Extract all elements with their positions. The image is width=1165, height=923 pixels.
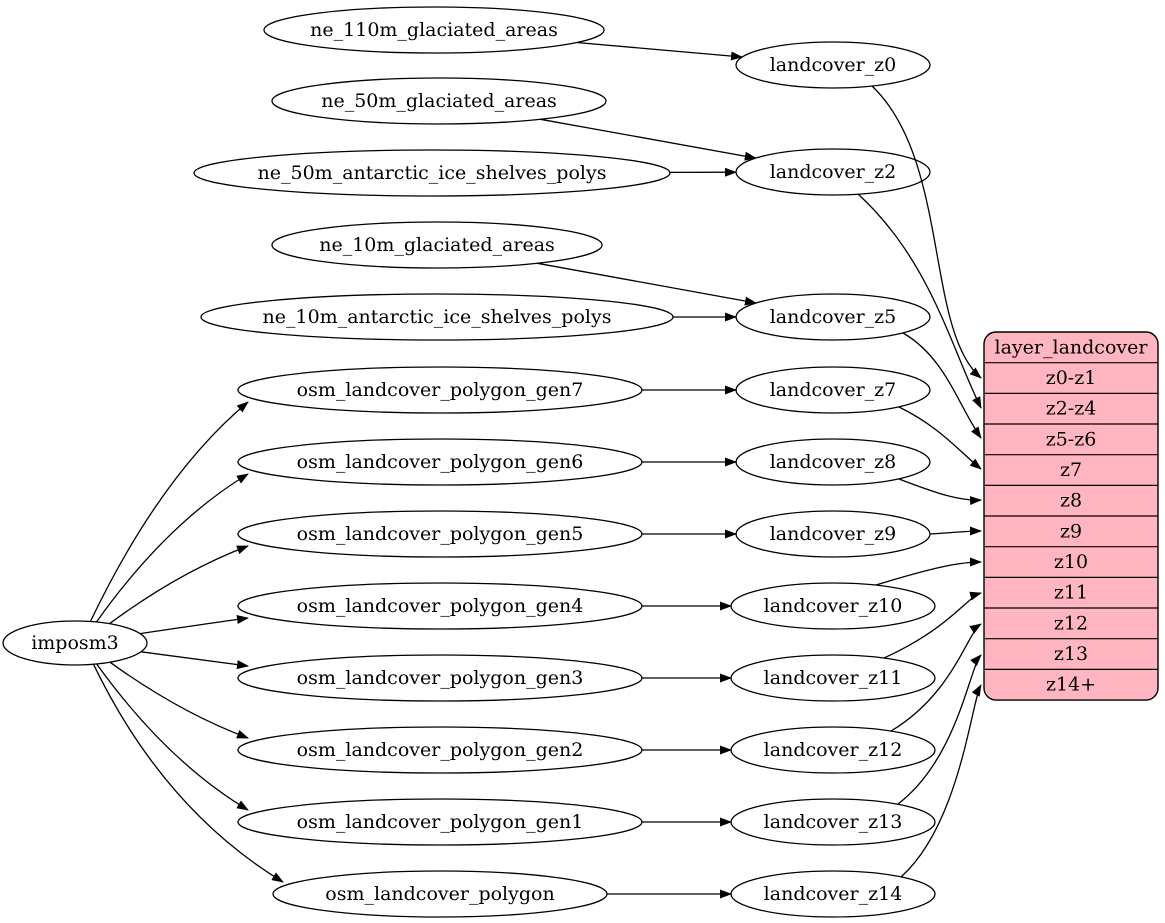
edge-imposm3-to-osm_landcover_polygon_gen6: [95, 473, 249, 623]
node-ne_110m_glaciated_areas-shape: [263, 6, 605, 54]
edge-landcover_z2-to-row-z2-z4: [857, 193, 982, 409]
edge-ne_110m_glaciated_areas-to-landcover_z0: [576, 41, 743, 61]
node-osm_landcover_polygon_gen1-label: osm_landcover_polygon_gen1: [297, 811, 584, 833]
node-ne_50m_glaciated_areas-shape: [271, 77, 607, 125]
edge-ne_10m_glaciated_areas-to-landcover_z5: [537, 262, 757, 306]
node-osm_landcover_polygon_gen7-label: osm_landcover_polygon_gen7: [297, 379, 584, 401]
edge-ne_50m_glaciated_areas-to-landcover_z2: [540, 118, 757, 161]
node-osm_landcover_polygon_gen7: osm_landcover_polygon_gen7: [237, 366, 643, 414]
node-ne_110m_glaciated_areas-label: ne_110m_glaciated_areas: [310, 19, 558, 41]
node-osm_landcover_polygon-label: osm_landcover_polygon: [325, 883, 554, 905]
edge-landcover_z0-to-row-z0-z1: [871, 85, 982, 379]
node-ne_50m_glaciated_areas-label: ne_50m_glaciated_areas: [321, 90, 557, 112]
edge-imposm3-to-osm_landcover_polygon_gen4: [140, 615, 249, 635]
node-osm_landcover_polygon_gen1: osm_landcover_polygon_gen1: [237, 798, 643, 846]
table-layer_landcover: layer_landcover z0-z1 z2-z4 z5-z6 z7 z8 z9 z10 z…: [983, 331, 1159, 701]
node-landcover_z7: landcover_z7: [735, 366, 931, 414]
node-ne_110m_glaciated_areas: ne_110m_glaciated_areas: [263, 6, 605, 54]
node-landcover_z13-label: landcover_z13: [764, 811, 903, 833]
edge-imposm3-to-osm_landcover_polygon_gen2: [109, 661, 249, 739]
node-ne_50m_antarctic_ice_shelves_polys: ne_50m_antarctic_ice_shelves_polys: [193, 149, 671, 197]
node-ne_50m_glaciated_areas: ne_50m_glaciated_areas: [271, 77, 607, 125]
edge-landcover_z8-to-row-z8: [898, 478, 982, 506]
edge-landcover_z13-to-row-z13: [897, 654, 982, 805]
edge-landcover_z7-to-row-z7: [898, 406, 982, 470]
node-ne_10m_antarctic_ice_shelves_polys-label: ne_10m_antarctic_ice_shelves_polys: [263, 306, 612, 328]
node-osm_landcover_polygon_gen6-label: osm_landcover_polygon_gen6: [297, 451, 584, 473]
table-row-z0-z1: z0-z1: [1046, 367, 1097, 389]
table-layer: layer_landcover z0-z1 z2-z4 z5-z6 z7 z8 z9 z10 z…: [983, 331, 1159, 701]
edge-landcover_z9-to-row-z9: [929, 526, 982, 536]
node-landcover_z11: landcover_z11: [730, 654, 936, 702]
node-landcover_z0-label: landcover_z0: [770, 54, 897, 76]
node-landcover_z0-shape: [735, 41, 931, 89]
node-landcover_z5: landcover_z5: [735, 293, 931, 341]
node-landcover_z2: landcover_z2: [735, 148, 931, 196]
node-landcover_z10-label: landcover_z10: [764, 595, 903, 617]
edge-imposm3-to-osm_landcover_polygon: [92, 664, 284, 883]
table-row-z11: z11: [1054, 582, 1088, 604]
node-landcover_z0: landcover_z0: [735, 41, 931, 89]
edge-landcover_z10-to-row-z10: [875, 557, 982, 586]
node-osm_landcover_polygon_gen3-label: osm_landcover_polygon_gen3: [297, 667, 584, 689]
node-osm_landcover_polygon_gen2: osm_landcover_polygon_gen2: [237, 726, 643, 774]
edge-imposm3-to-osm_landcover_polygon_gen1: [96, 663, 249, 811]
edge-landcover_z12-to-row-z12: [890, 623, 982, 732]
node-landcover_z12-label: landcover_z12: [764, 739, 903, 761]
edge-landcover_z11-to-row-z11: [883, 591, 982, 659]
node-landcover_z10: landcover_z10: [730, 582, 936, 630]
edge-imposm3-to-osm_landcover_polygon_gen7: [89, 401, 249, 622]
node-ne_10m_glaciated_areas-shape: [271, 221, 603, 269]
node-osm_landcover_polygon_gen6: osm_landcover_polygon_gen6: [237, 438, 643, 486]
table-row-z5-z6: z5-z6: [1046, 428, 1097, 450]
edge-imposm3-to-osm_landcover_polygon_gen5: [109, 545, 249, 625]
node-landcover_z5-label: landcover_z5: [770, 306, 897, 328]
table-row-z7: z7: [1060, 459, 1082, 481]
edge-landcover_z14-to-row-z14+: [900, 684, 982, 878]
node-ne_10m_glaciated_areas-label: ne_10m_glaciated_areas: [319, 234, 555, 256]
nodes-layer: imposm3 ne_110m_glaciated_areas ne_50m_gla…: [2, 6, 936, 918]
node-osm_landcover_polygon_gen3: osm_landcover_polygon_gen3: [237, 654, 643, 702]
node-osm_landcover_polygon_gen4: osm_landcover_polygon_gen4: [237, 582, 643, 630]
node-osm_landcover_polygon_gen2-label: osm_landcover_polygon_gen2: [297, 739, 584, 761]
node-osm_landcover_polygon_gen4-label: osm_landcover_polygon_gen4: [297, 595, 584, 617]
node-landcover_z8-label: landcover_z8: [770, 451, 897, 473]
table-row-z12: z12: [1054, 612, 1088, 634]
table-header: layer_landcover: [995, 336, 1149, 358]
node-osm_landcover_polygon_gen5-label: osm_landcover_polygon_gen5: [297, 523, 584, 545]
node-landcover_z14-label: landcover_z14: [764, 883, 903, 905]
table-row-z13: z13: [1054, 643, 1088, 665]
table-row-z2-z4: z2-z4: [1046, 398, 1097, 420]
node-imposm3-shape: [2, 620, 148, 666]
table-row-z10: z10: [1054, 551, 1088, 573]
node-landcover_z14: landcover_z14: [730, 870, 936, 918]
edge-landcover_z5-to-row-z5-z6: [902, 332, 982, 439]
node-landcover_z9: landcover_z9: [735, 510, 931, 558]
node-landcover_z7-label: landcover_z7: [770, 379, 897, 401]
table-row-z14+: z14+: [1046, 674, 1096, 696]
node-landcover_z11-label: landcover_z11: [764, 667, 903, 689]
node-landcover_z8: landcover_z8: [735, 438, 931, 486]
node-ne_50m_antarctic_ice_shelves_polys-label: ne_50m_antarctic_ice_shelves_polys: [258, 162, 607, 184]
table-row-z9: z9: [1060, 520, 1082, 542]
edge-imposm3-to-osm_landcover_polygon_gen3: [140, 651, 249, 670]
node-imposm3: imposm3: [2, 620, 148, 666]
node-osm_landcover_polygon: osm_landcover_polygon: [272, 870, 608, 918]
node-landcover_z13: landcover_z13: [730, 798, 936, 846]
node-landcover_z9-label: landcover_z9: [770, 523, 897, 545]
node-imposm3-label: imposm3: [31, 632, 119, 654]
edges-layer: [89, 41, 982, 899]
node-ne_10m_glaciated_areas: ne_10m_glaciated_areas: [271, 221, 603, 269]
node-ne_10m_antarctic_ice_shelves_polys: ne_10m_antarctic_ice_shelves_polys: [200, 293, 674, 341]
table-row-z8: z8: [1060, 490, 1082, 512]
node-osm_landcover_polygon_gen5: osm_landcover_polygon_gen5: [237, 510, 643, 558]
node-landcover_z2-label: landcover_z2: [770, 161, 897, 183]
node-landcover_z12: landcover_z12: [730, 726, 936, 774]
